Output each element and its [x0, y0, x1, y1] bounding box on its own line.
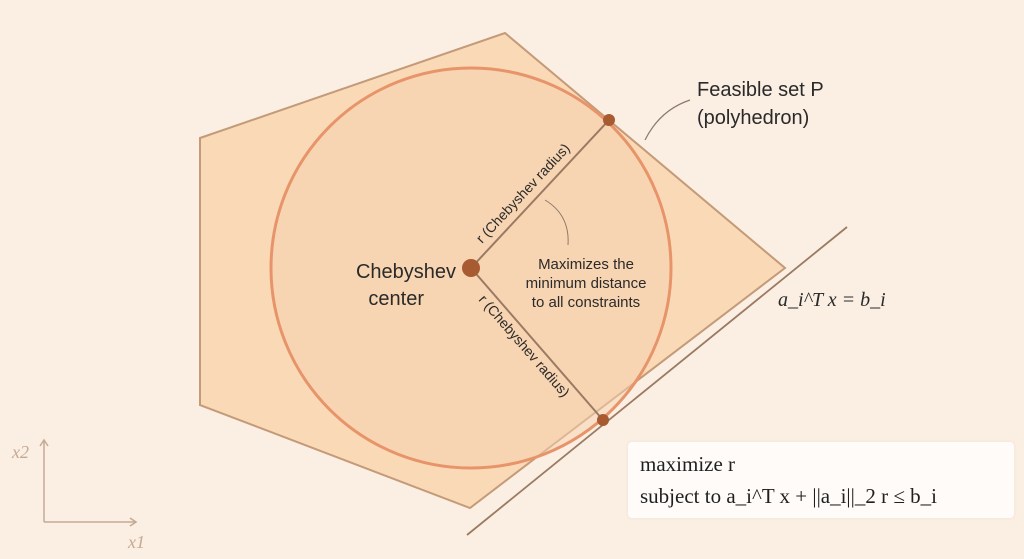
- center-sublabel: center: [368, 288, 424, 310]
- axis-x-label: x1: [127, 532, 145, 552]
- note-line-2: minimum distance: [526, 275, 647, 292]
- tangent-point-lower: [597, 414, 609, 426]
- feasible-set-sublabel: (polyhedron): [697, 107, 809, 129]
- optimization-problem-box: maximize r subject to a_i^T x + ||a_i||_…: [628, 442, 1014, 518]
- radius-upper: [470, 119, 610, 269]
- tangent-point-upper: [603, 114, 615, 126]
- radius-lower: [470, 267, 604, 421]
- feasible-set-leader: [644, 99, 691, 141]
- chebyshev-center-point: [462, 259, 480, 277]
- center-label: Chebyshev: [356, 261, 456, 283]
- note-leader: [544, 199, 569, 246]
- axes: [39, 438, 138, 527]
- objective: maximize r: [640, 452, 736, 476]
- constraint: subject to a_i^T x + ||a_i||_2 r ≤ b_i: [640, 484, 937, 508]
- axis-y-label: x2: [11, 442, 29, 462]
- note-line-1: Maximizes the: [538, 256, 634, 273]
- constraint-equation: a_i^T x = b_i: [778, 289, 886, 311]
- note-line-3: to all constraints: [532, 294, 640, 311]
- constraint-line: [466, 226, 848, 536]
- feasible-set-label: Feasible set P: [697, 79, 824, 101]
